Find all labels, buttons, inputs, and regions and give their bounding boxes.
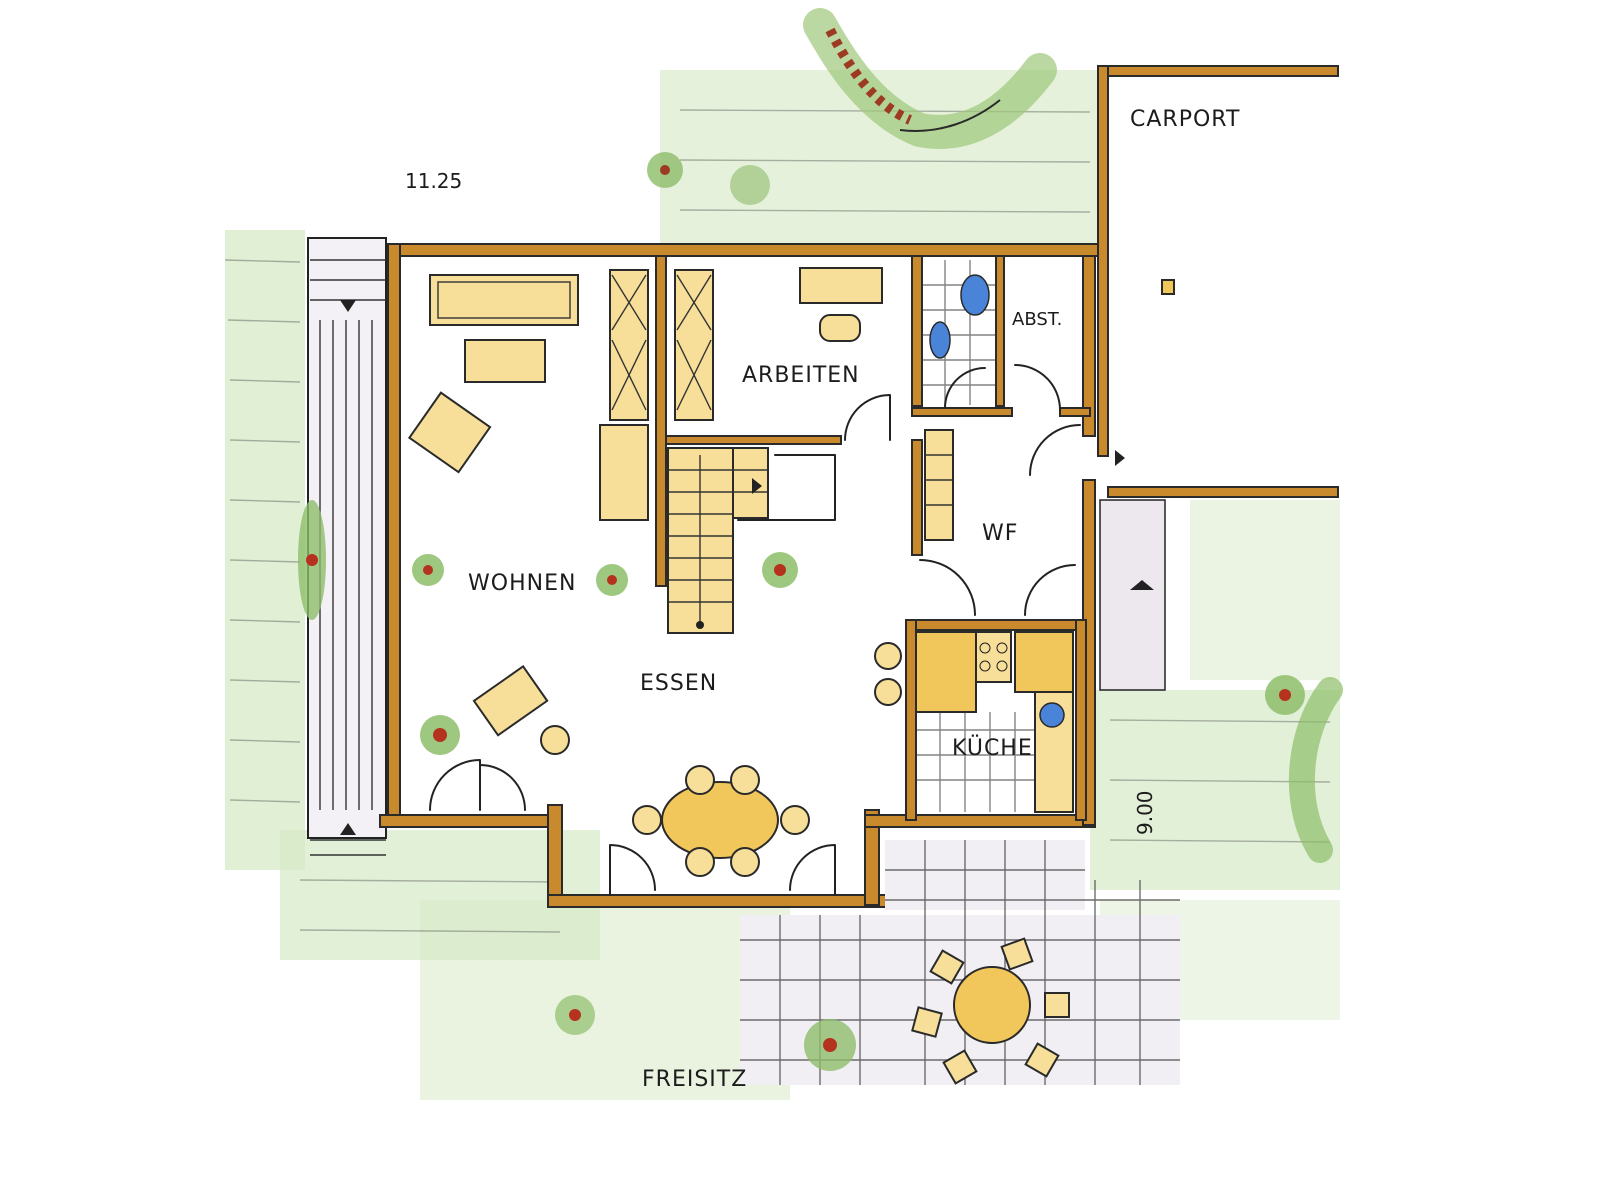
tree-icon (803, 8, 1057, 149)
toilet-icon (960, 274, 990, 316)
carport: CARPORT (1097, 65, 1339, 498)
sink-icon (929, 321, 951, 359)
wohnen-furniture (407, 269, 649, 811)
plant-icon (762, 552, 798, 588)
interior-walls (655, 255, 1091, 821)
kitchen (874, 631, 1074, 813)
room-label-essen: ESSEN (640, 671, 717, 696)
wf-area (919, 364, 1166, 691)
plant-icon (555, 995, 595, 1035)
plant-icon (804, 1019, 856, 1071)
room-label-kueche: KÜCHE (952, 735, 1033, 761)
staircase (667, 447, 836, 634)
plant-icon (412, 554, 444, 586)
stair-arrow-icon (752, 478, 762, 494)
dining-table (609, 765, 836, 896)
room-label-abst: ABST. (1012, 309, 1062, 330)
room-label-arbeiten: ARBEITEN (742, 363, 860, 388)
room-label-freisitz: FREISITZ (642, 1067, 747, 1092)
room-label-wohnen: WOHNEN (468, 571, 576, 596)
patio-table (911, 937, 1070, 1085)
plant-icon (730, 165, 770, 205)
tree-icon (1288, 677, 1343, 863)
stair-arrow-icon (340, 823, 356, 835)
plant-icon (647, 152, 683, 188)
stair-arrow-icon (340, 300, 356, 312)
plant-icon (596, 564, 628, 596)
dimension-width: 11.25 (405, 169, 462, 193)
plant-icon (1265, 675, 1305, 715)
room-label-wf: WF (982, 521, 1018, 546)
carport-label: CARPORT (1130, 107, 1240, 132)
plant-icon (298, 500, 326, 620)
bathroom (922, 260, 996, 409)
stair-arrow-icon (1115, 450, 1125, 466)
plant-icon (420, 715, 460, 755)
arbeiten-furniture (674, 267, 891, 441)
dimension-depth: 9.00 (1133, 790, 1157, 835)
sink-icon (1039, 702, 1065, 728)
